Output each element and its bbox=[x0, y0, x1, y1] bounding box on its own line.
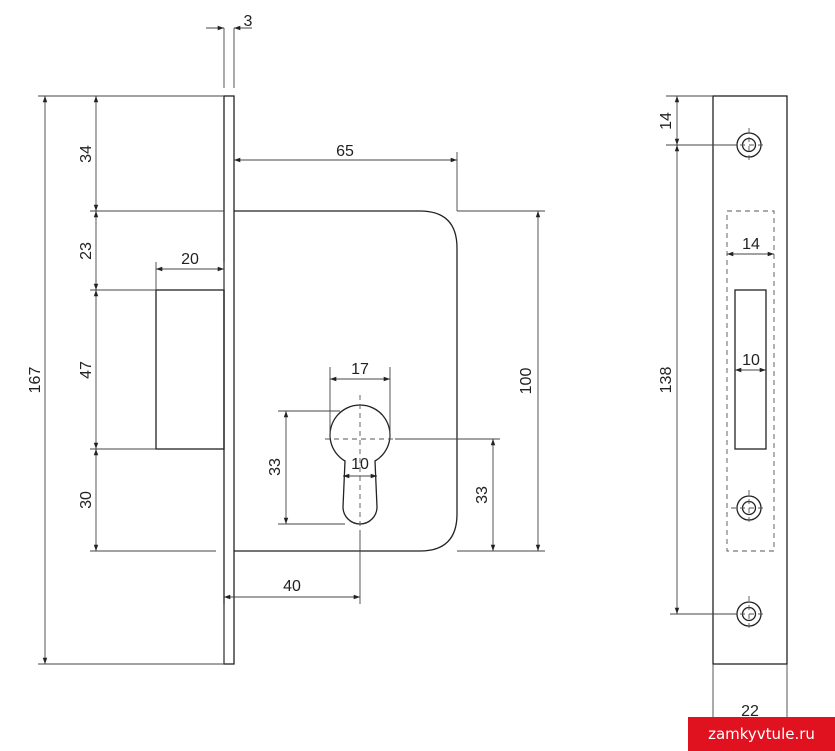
dim-case-to-bolt: 23 bbox=[78, 242, 95, 260]
bolt bbox=[155, 289, 225, 450]
dimension-lines bbox=[42, 25, 541, 664]
side-bolt bbox=[734, 289, 767, 450]
front-view: 3 167 34 23 47 30 20 65 100 17 10 33 33 … bbox=[27, 13, 545, 665]
watermark-badge[interactable]: zamkyvtule.ru bbox=[688, 717, 835, 751]
dim-side-bolt-width: 10 bbox=[742, 352, 760, 369]
dim-side-bolt-window: 14 bbox=[742, 236, 760, 253]
dim-cylinder-slot: 10 bbox=[351, 456, 369, 473]
dim-cylinder-height: 33 bbox=[267, 458, 284, 476]
dim-backset: 40 bbox=[283, 578, 301, 595]
side-extension-lines bbox=[666, 95, 788, 724]
dim-faceplate-thickness: 3 bbox=[244, 13, 253, 30]
dim-bolt-to-case-bottom: 30 bbox=[78, 491, 95, 509]
dim-case-depth: 65 bbox=[336, 143, 354, 160]
dim-case-height: 100 bbox=[518, 368, 535, 395]
dim-top-to-case: 34 bbox=[78, 145, 95, 163]
dim-side-plate-width: 22 bbox=[741, 703, 759, 720]
extension-lines bbox=[38, 28, 545, 665]
bolt-window-outline bbox=[726, 210, 775, 552]
lock-case bbox=[234, 210, 458, 552]
dim-cylinder-width: 17 bbox=[351, 361, 369, 378]
dim-side-top-hole: 14 bbox=[658, 112, 675, 130]
dim-cylinder-axis-to-bottom: 33 bbox=[474, 486, 491, 504]
dim-side-hole-spacing: 138 bbox=[658, 367, 675, 394]
side-faceplate bbox=[712, 95, 788, 665]
dim-total-height: 167 bbox=[27, 367, 44, 394]
dim-bolt-height: 47 bbox=[78, 361, 95, 379]
dim-bolt-projection: 20 bbox=[181, 251, 199, 268]
faceplate bbox=[223, 95, 235, 665]
side-dimension-lines bbox=[674, 96, 787, 724]
side-view: 14 138 14 10 22 bbox=[658, 95, 788, 724]
screw-hole-middle bbox=[731, 490, 767, 526]
